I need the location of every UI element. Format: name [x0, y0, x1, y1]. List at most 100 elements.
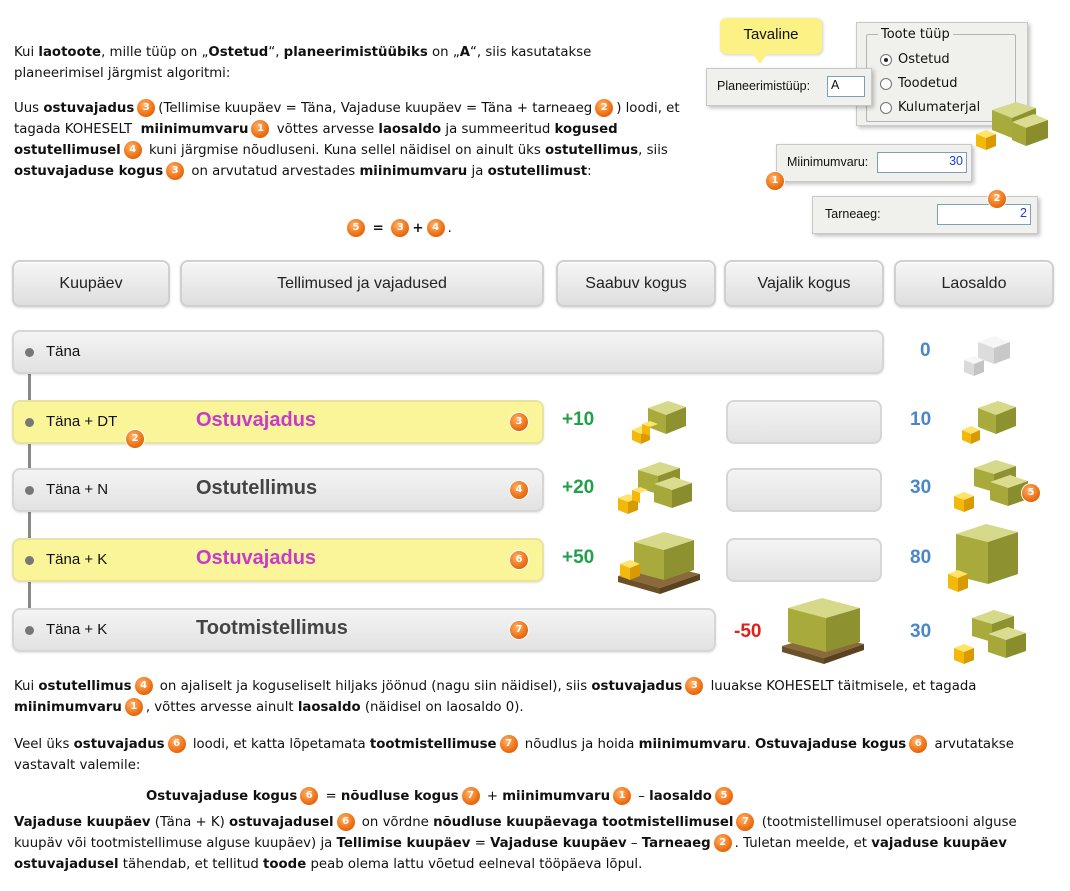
row-date: Täna + K	[46, 551, 108, 568]
table-row	[12, 400, 544, 444]
bottom-paragraph-3: Vajaduse kuupäev (Täna + K) ostuvajaduse…	[14, 813, 1017, 872]
badge-6-icon: 6	[510, 551, 528, 569]
box-cluster-icon	[954, 610, 1026, 664]
radio-icon	[880, 101, 892, 114]
header-orders: Tellimused ja vajadused	[180, 260, 544, 307]
row-date: Täna + K	[46, 621, 108, 638]
box-icon	[632, 401, 686, 444]
radio-bought[interactable]: Ostetud	[880, 52, 950, 67]
badge-4-icon: 4	[134, 677, 153, 695]
badge-1-icon: 1	[124, 698, 143, 716]
row-incoming: +20	[562, 477, 595, 498]
badge-1-icon: 1	[766, 172, 784, 190]
row-incoming: +50	[562, 547, 595, 568]
table-row	[12, 538, 544, 582]
radio-produced[interactable]: Toodetud	[880, 76, 957, 91]
timeline-dot	[25, 418, 34, 427]
badge-4-icon: 4	[426, 219, 445, 237]
planning-type-label: Planeerimistüüp:	[717, 79, 811, 93]
badge-3-icon: 3	[510, 413, 528, 431]
badge-6-icon: 6	[167, 735, 186, 753]
table-row	[12, 608, 716, 652]
row-balance: 0	[920, 340, 931, 361]
row-required-cell	[726, 400, 882, 444]
row-balance: 30	[910, 477, 932, 498]
planning-type-callout: Tavaline	[720, 18, 822, 64]
lead-time-label: Tarneaeg:	[825, 207, 881, 221]
product-type-title: Toote tüüp	[878, 27, 953, 42]
badge-6-icon: 6	[336, 813, 355, 831]
badge-7-icon: 7	[510, 621, 528, 639]
planning-type-input[interactable]: A	[827, 76, 865, 97]
formula-line: 5 = 3+4.	[344, 218, 452, 239]
row-required-cell	[726, 468, 882, 512]
box-icon	[962, 401, 1016, 444]
lead-time-panel: Tarneaeg: 2	[812, 196, 1038, 234]
row-date: Täna + DT	[46, 413, 118, 430]
row-type: Ostutellimus	[196, 477, 318, 499]
minimum-stock-label: Miinimumvaru:	[787, 155, 869, 169]
radio-produced-label: Toodetud	[898, 76, 958, 91]
timeline-dot	[25, 348, 34, 357]
badge-2-icon: 2	[988, 190, 1006, 208]
header-date: Kuupäev	[12, 260, 170, 307]
intro-paragraph-1: Kui laotoote, mille tüüp on „Ostetud“, p…	[14, 45, 592, 81]
radio-consumable-label: Kulumaterjal	[898, 100, 981, 115]
badge-2-icon: 2	[713, 834, 732, 852]
row-type: Tootmistellimus	[196, 617, 348, 639]
lead-time-input[interactable]: 2	[937, 204, 1031, 225]
badge-7-icon: 7	[461, 787, 480, 805]
pallet-icon	[618, 532, 700, 594]
badge-1-icon: 1	[613, 787, 632, 805]
badge-3-icon: 3	[166, 162, 185, 180]
header-balance: Laosaldo	[894, 260, 1054, 307]
badge-3-icon: 3	[391, 219, 410, 237]
box-cluster-icon	[954, 460, 1028, 512]
badge-4-icon: 4	[123, 141, 142, 159]
badge-4-icon: 4	[510, 481, 528, 499]
row-date: Täna	[46, 343, 81, 360]
badge-7-icon: 7	[736, 813, 755, 831]
row-balance: 30	[910, 621, 932, 642]
badge-2-icon: 2	[126, 430, 144, 448]
radio-bought-label: Ostetud	[898, 52, 950, 67]
badge-6-icon: 6	[909, 735, 928, 753]
header-incoming: Saabuv kogus	[556, 260, 716, 307]
pallet-icon	[948, 524, 1018, 592]
badge-6-icon: 6	[300, 787, 319, 805]
radio-consumable[interactable]: Kulumaterjal	[880, 100, 980, 115]
badge-3-icon: 3	[685, 677, 704, 695]
row-required: -50	[734, 621, 762, 642]
table-row	[12, 468, 544, 512]
row-required-cell	[726, 538, 882, 582]
radio-icon	[880, 77, 892, 90]
row-balance: 10	[910, 409, 932, 430]
minimum-stock-input[interactable]: 30	[877, 152, 967, 173]
minimum-stock-panel: Miinimumvaru: 30	[776, 144, 972, 182]
badge-7-icon: 7	[499, 735, 518, 753]
empty-box-icon	[964, 336, 1010, 376]
header-required: Vajalik kogus	[724, 260, 884, 307]
box-cluster-icon	[976, 102, 1048, 150]
row-type: Ostuvajadus	[196, 547, 317, 569]
badge-1-icon: 1	[251, 120, 270, 138]
radio-selected-icon	[880, 53, 892, 66]
badge-2-icon: 2	[595, 99, 614, 117]
badge-5-icon: 5	[1022, 484, 1040, 502]
badge-3-icon: 3	[137, 99, 156, 117]
badge-5-icon: 5	[347, 219, 365, 237]
row-type: Ostuvajadus	[196, 409, 317, 431]
row-date: Täna + N	[46, 481, 109, 498]
timeline-dot	[25, 486, 34, 495]
badge-5-icon: 5	[714, 787, 733, 805]
timeline-dot	[25, 626, 34, 635]
pallet-icon	[782, 598, 864, 664]
row-incoming: +10	[562, 409, 595, 430]
box-cluster-icon	[618, 462, 692, 514]
planning-type-panel: Planeerimistüüp: A	[706, 68, 872, 106]
table-row	[12, 330, 884, 374]
